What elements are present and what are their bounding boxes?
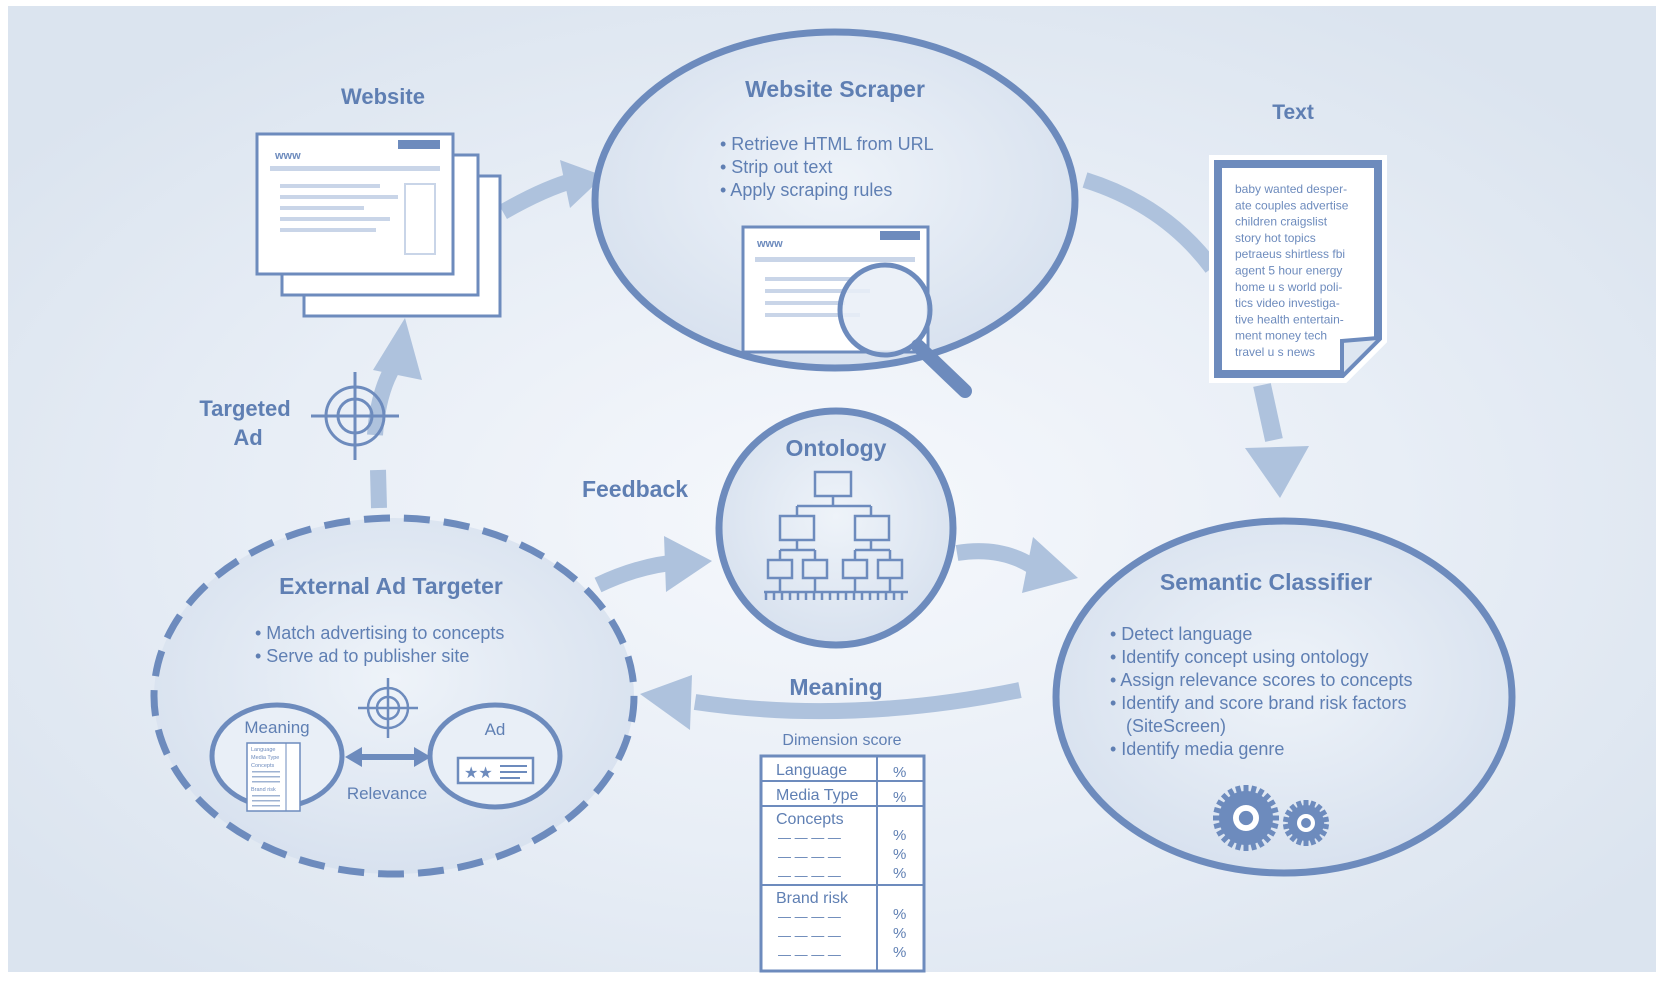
text-node: Text baby wanted desper-ate couples adve… xyxy=(1209,101,1387,383)
dimension-score-table: Dimension score Language % Media Type % … xyxy=(759,732,926,973)
targeted-ad-node: Targeted Ad xyxy=(199,372,399,460)
classifier-bullet-5: • Identify media genre xyxy=(1110,739,1284,759)
dim-pct-brand-2: % xyxy=(893,925,906,942)
webpage-front xyxy=(255,132,455,276)
external-ad-targeter-node: External Ad Targeter • Match advertising… xyxy=(150,514,638,878)
website-title: Website xyxy=(341,84,425,109)
ad-targeter-bullet-2: • Serve ad to publisher site xyxy=(255,646,469,666)
scraper-title: Website Scraper xyxy=(745,76,925,102)
dim-concept-dash-1: — — — — xyxy=(778,830,841,845)
text-doc-line: children craigslist xyxy=(1235,215,1328,229)
text-doc-line: tics video investiga- xyxy=(1235,296,1340,310)
scraper-www-label: www xyxy=(756,238,783,250)
dim-pct-concepts-2: % xyxy=(893,846,906,863)
www-label: www xyxy=(274,150,301,162)
dim-pct-brand-1: % xyxy=(893,906,906,923)
dim-row-media-type: Media Type xyxy=(776,787,859,804)
dim-row-brand-risk: Brand risk xyxy=(776,890,849,907)
ad-targeter-bullet-1: • Match advertising to concepts xyxy=(255,623,504,643)
crosshair-icon xyxy=(311,372,399,460)
relevance-double-arrow xyxy=(345,747,431,767)
text-doc-line: agent 5 hour energy xyxy=(1235,264,1342,278)
ontology-title: Ontology xyxy=(786,435,887,461)
svg-text:★★: ★★ xyxy=(464,765,493,782)
classifier-bullet-3: • Assign relevance scores to concepts xyxy=(1110,670,1412,690)
ontology-circle xyxy=(715,407,957,649)
text-document-icon: baby wanted desper-ate couples advertise… xyxy=(1209,155,1387,383)
mini-doc-line-2: Media Type xyxy=(251,755,279,761)
scraper-bullet-3: • Apply scraping rules xyxy=(720,180,892,200)
dim-row-concepts: Concepts xyxy=(776,811,844,828)
mini-doc-line-3: Concepts xyxy=(251,763,274,769)
targeted-ad-line2: Ad xyxy=(233,425,262,450)
dim-concept-dash-2: — — — — xyxy=(778,849,841,864)
gears-icon xyxy=(1213,785,1330,851)
classifier-bullet-4b: (SiteScreen) xyxy=(1126,716,1226,736)
ad-targeter-title: External Ad Targeter xyxy=(279,573,503,599)
mini-doc-line-4: Brand risk xyxy=(251,787,276,793)
feedback-label: Feedback xyxy=(582,476,688,502)
website-scraper-node: Website Scraper • Retrieve HTML from URL… xyxy=(591,28,1079,398)
dim-pct-concepts-1: % xyxy=(893,827,906,844)
hierarchy-tree-icon xyxy=(764,470,908,600)
text-doc-line: ate couples advertise xyxy=(1235,198,1349,212)
semantic-classifier-node: Semantic Classifier • Detect language • … xyxy=(1052,517,1516,877)
ad-banner-icon: ★★ xyxy=(456,756,535,785)
classifier-bullet-2: • Identify concept using ontology xyxy=(1110,647,1368,667)
dim-concept-dash-3: — — — — xyxy=(778,868,841,883)
classifier-bullet-1: • Detect language xyxy=(1110,624,1252,644)
magnifier-handle xyxy=(911,339,972,398)
magnifier-lens xyxy=(837,262,933,358)
dim-row-language: Language xyxy=(776,762,847,779)
classifier-bullet-4: • Identify and score brand risk factors xyxy=(1110,693,1406,713)
meaning-label: Meaning xyxy=(789,674,882,700)
relevance-label: Relevance xyxy=(347,784,427,803)
webpage-magnifier-icon: www xyxy=(741,225,972,398)
dim-brand-dash-2: — — — — xyxy=(778,928,841,943)
dimension-title: Dimension score xyxy=(782,732,901,749)
small-crosshair-icon xyxy=(358,678,418,738)
dim-pct-media-type: % xyxy=(893,789,906,806)
text-doc-line: tive health entertain- xyxy=(1235,312,1344,326)
dim-brand-dash-3: — — — — xyxy=(778,947,841,962)
targeted-ad-line1: Targeted xyxy=(199,396,290,421)
text-doc-line: home u s world poli- xyxy=(1235,280,1342,294)
ad-targeter-dashed-ellipse xyxy=(150,514,638,878)
mini-document-icon: Language Media Type Concepts Brand risk xyxy=(246,742,301,812)
text-doc-line: story hot topics xyxy=(1235,231,1316,245)
classifier-title: Semantic Classifier xyxy=(1160,569,1372,595)
dim-pct-concepts-3: % xyxy=(893,865,906,882)
text-title: Text xyxy=(1272,101,1314,124)
dim-pct-brand-3: % xyxy=(893,944,906,961)
website-node: Website www xyxy=(255,84,502,318)
text-doc-line: petraeus shirtless fbi xyxy=(1235,247,1345,261)
scraper-bullet-2: • Strip out text xyxy=(720,157,832,177)
ad-targeter-ad-label: Ad xyxy=(485,720,506,739)
ontology-node: Ontology xyxy=(715,407,957,649)
dim-pct-language: % xyxy=(893,764,906,781)
flow-arrows xyxy=(367,160,1309,730)
classifier-ellipse xyxy=(1052,517,1516,877)
mini-doc-line-1: Language xyxy=(251,747,275,753)
scraper-ellipse xyxy=(591,28,1079,372)
webpage-stack-icon: www xyxy=(255,132,502,318)
text-doc-line: baby wanted desper- xyxy=(1235,182,1347,196)
ad-targeter-meaning-label: Meaning xyxy=(244,718,309,737)
dim-brand-dash-1: — — — — xyxy=(778,909,841,924)
text-doc-line: travel u s news xyxy=(1235,345,1315,359)
text-document-lines: baby wanted desper-ate couples advertise… xyxy=(1235,182,1349,359)
text-doc-line: ment money tech xyxy=(1235,329,1327,343)
scraper-bullet-1: • Retrieve HTML from URL xyxy=(720,134,934,154)
